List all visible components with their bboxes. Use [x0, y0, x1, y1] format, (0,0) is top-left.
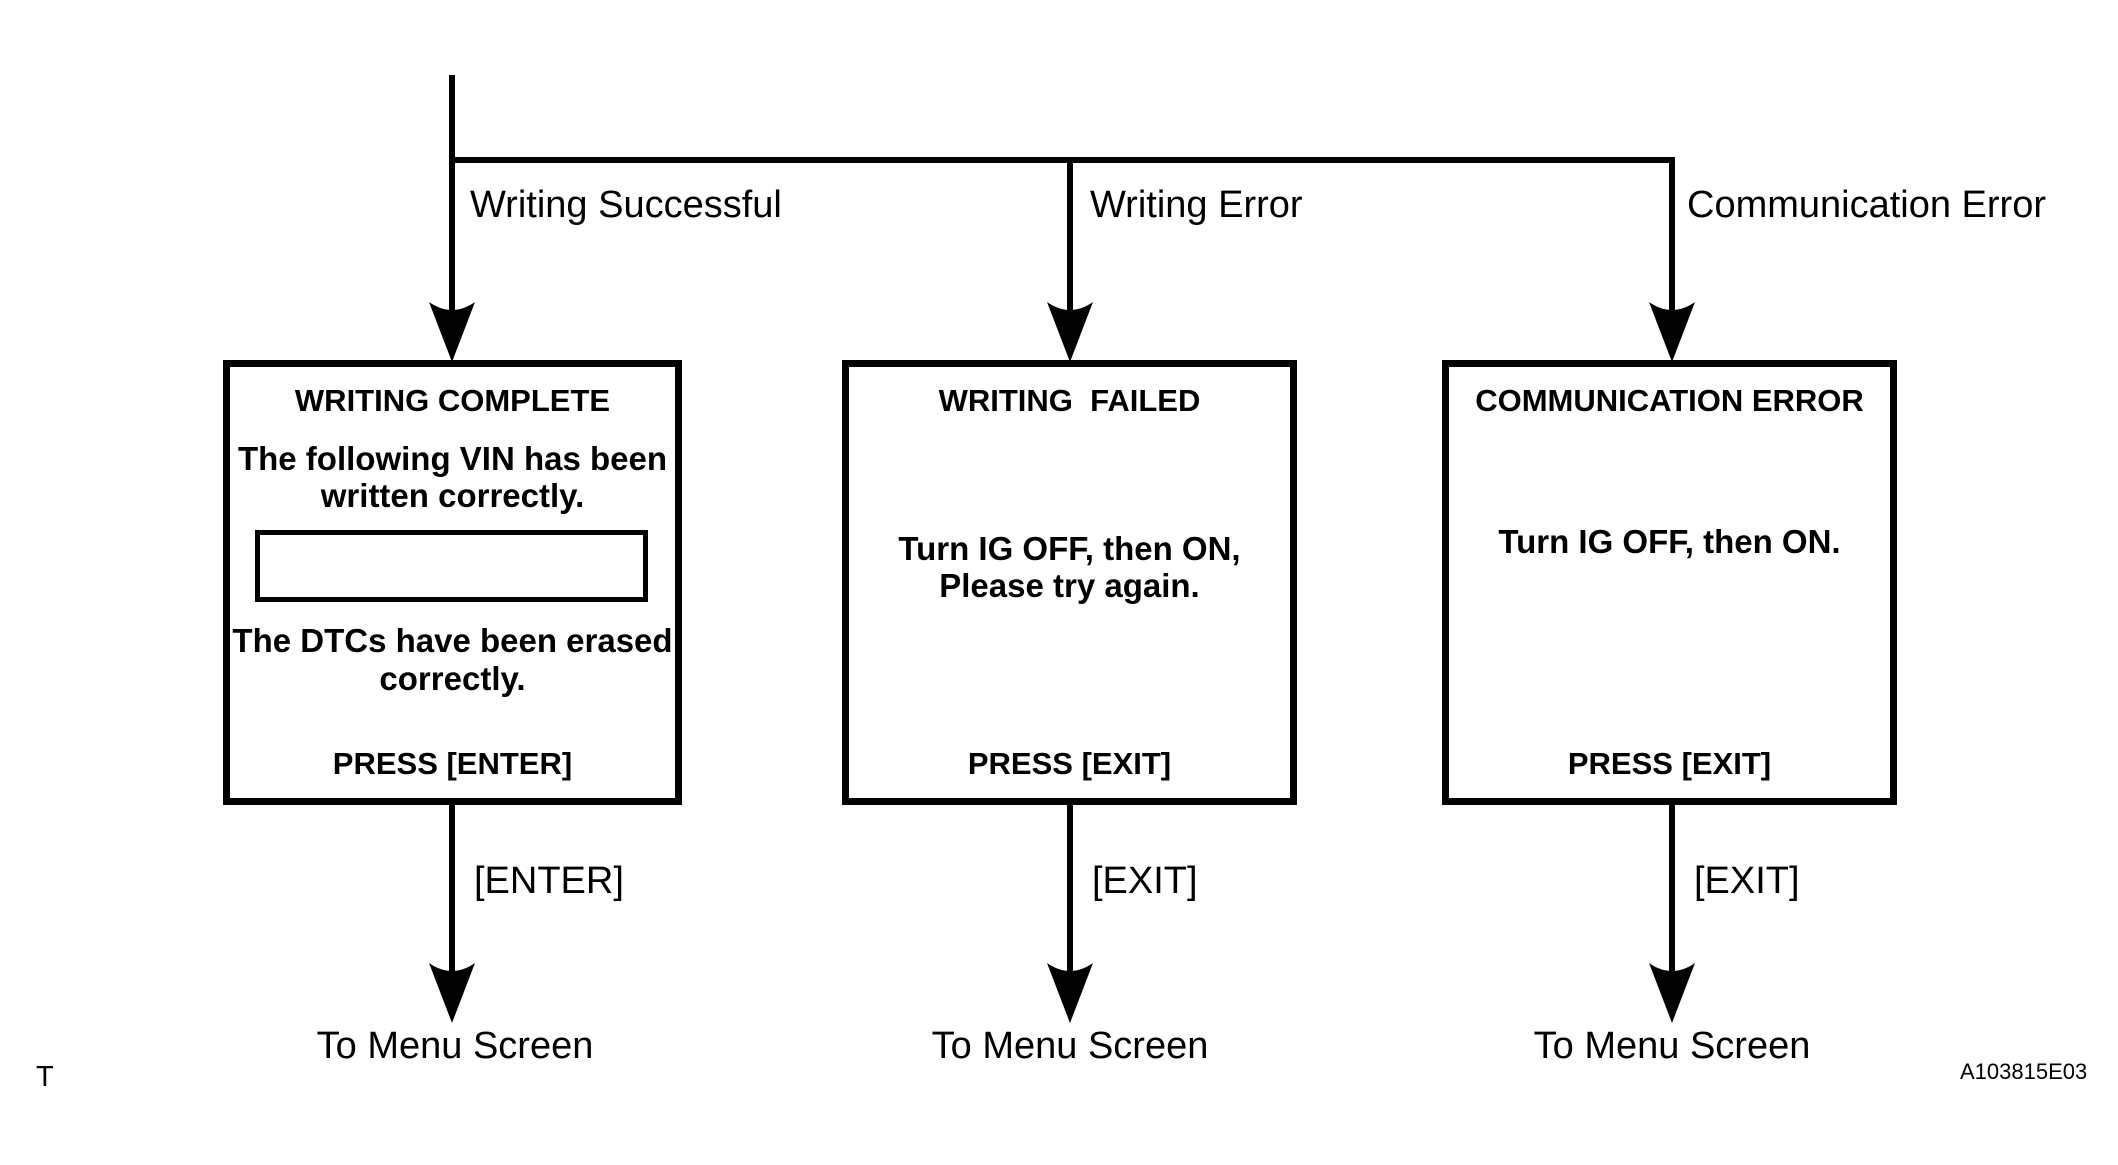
screen-message-line: The following VIN has been: [237, 440, 668, 477]
arrow-down-icon: [429, 302, 475, 362]
screen-message-line: The DTCs have been erased: [232, 622, 673, 659]
screen-title: WRITING COMPLETE: [294, 383, 611, 418]
vin-placeholder-field: [255, 530, 648, 602]
key-label-enter: [ENTER]: [474, 860, 624, 902]
screen-message-line: Turn IG OFF, then ON,: [898, 530, 1241, 567]
screen-message-line: written correctly.: [320, 477, 585, 514]
figure-code: A103815E03: [1960, 1059, 2088, 1084]
branch-label-writing-error: Writing Error: [1090, 184, 1303, 226]
screen-title: WRITING FAILED: [938, 383, 1201, 418]
arrow-down-icon: [1649, 963, 1695, 1023]
destination-label: To Menu Screen: [1533, 1025, 1811, 1067]
page-marker: T: [36, 1061, 54, 1093]
screen-title: COMMUNICATION ERROR: [1475, 383, 1864, 418]
press-instruction: PRESS [EXIT]: [967, 746, 1172, 781]
destination-label: To Menu Screen: [931, 1025, 1209, 1067]
arrow-down-icon: [1047, 963, 1093, 1023]
arrow-down-icon: [1649, 302, 1695, 362]
press-instruction: PRESS [EXIT]: [1567, 746, 1772, 781]
screen-box-writing-complete: WRITING COMPLETE The following VIN has b…: [223, 360, 682, 805]
screen-message-line: correctly.: [379, 660, 526, 697]
screen-box-communication-error: COMMUNICATION ERROR Turn IG OFF, then ON…: [1442, 360, 1897, 805]
key-label-exit: [EXIT]: [1092, 860, 1198, 902]
branch-label-communication-error: Communication Error: [1687, 184, 2046, 226]
destination-label: To Menu Screen: [316, 1025, 594, 1067]
arrow-down-icon: [429, 963, 475, 1023]
screen-message-line: Turn IG OFF, then ON.: [1498, 523, 1841, 560]
key-label-exit: [EXIT]: [1694, 860, 1800, 902]
screen-box-writing-failed: WRITING FAILED Turn IG OFF, then ON, Ple…: [842, 360, 1297, 805]
press-instruction: PRESS [ENTER]: [332, 746, 573, 781]
arrow-down-icon: [1047, 302, 1093, 362]
branch-label-writing-successful: Writing Successful: [470, 184, 782, 226]
screen-message-line: Please try again.: [939, 567, 1200, 604]
